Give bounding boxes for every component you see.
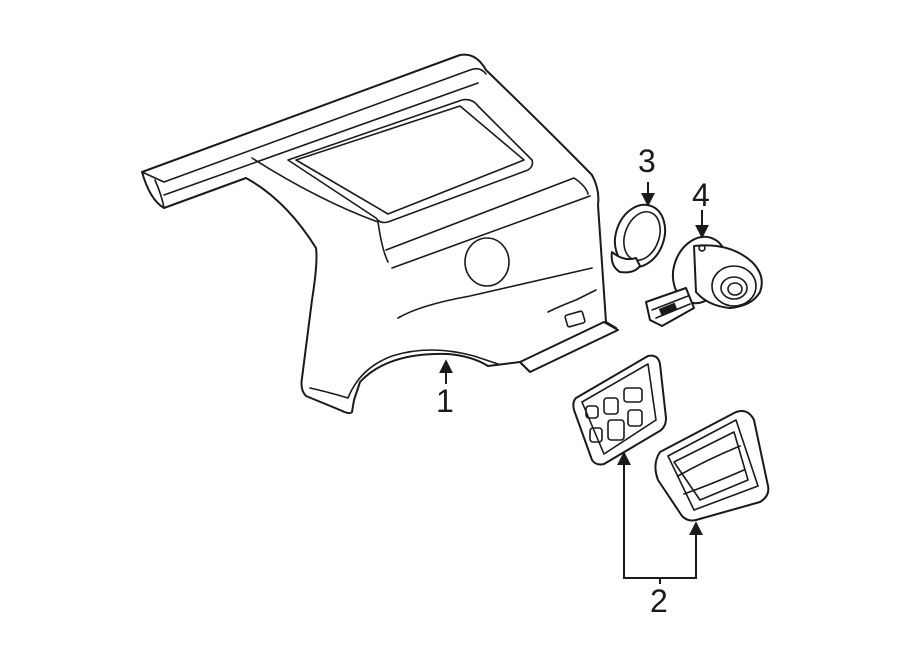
pocket-bottom-curve [683, 469, 745, 495]
leader-lines [439, 182, 709, 584]
fuel-door-gasket[interactable] [607, 198, 674, 275]
housing-drain-hose-detail [651, 295, 691, 319]
fuel-door-cutout-5 [607, 419, 625, 441]
pocket-rim [667, 419, 759, 511]
callout-part-2: 2 [650, 583, 668, 619]
fuel-door-inner-edge [581, 363, 657, 455]
fuel-door[interactable] [572, 354, 667, 466]
callout-part-1: 1 [436, 383, 454, 419]
lower-edge-line [547, 289, 597, 313]
housing-tab-hole [698, 244, 706, 252]
wheel-arch-lip [309, 349, 499, 399]
body-character-line [397, 267, 593, 319]
housing-neck-core [727, 282, 743, 296]
quarter-panel[interactable] [141, 53, 619, 415]
fuel-door-cutout-6 [627, 409, 643, 427]
belt-line-upper [385, 177, 589, 251]
quarter-window-outline [287, 98, 534, 224]
roof-rail-line-2 [154, 179, 165, 209]
fuel-door-pocket[interactable] [654, 410, 770, 522]
fuel-door-cutout-4 [589, 427, 603, 443]
roof-rail-line [141, 67, 487, 183]
roof-rail-line-3 [163, 82, 479, 196]
callout-part-4: 4 [692, 177, 710, 213]
lower-sill-extension [519, 321, 619, 373]
pocket-recess [673, 431, 749, 501]
c-pillar-line [251, 157, 389, 263]
gasket-tab [610, 251, 641, 274]
fuel-door-outline [572, 354, 667, 466]
housing-drain-hose-slot [658, 302, 678, 316]
fuel-door-cutout-1 [585, 405, 599, 419]
fuel-filler-housing[interactable] [645, 229, 763, 327]
quarter-window-inner [295, 105, 525, 215]
fuel-door-opening [464, 237, 510, 287]
belt-line-lower [391, 195, 591, 269]
panel-slot [564, 310, 586, 328]
fuel-door-cutout-3 [623, 387, 643, 403]
pocket-top-curve [677, 445, 741, 477]
callout-part-3: 3 [638, 143, 656, 179]
quarter-panel-body [141, 53, 617, 415]
fuel-door-cutout-2 [603, 397, 619, 415]
